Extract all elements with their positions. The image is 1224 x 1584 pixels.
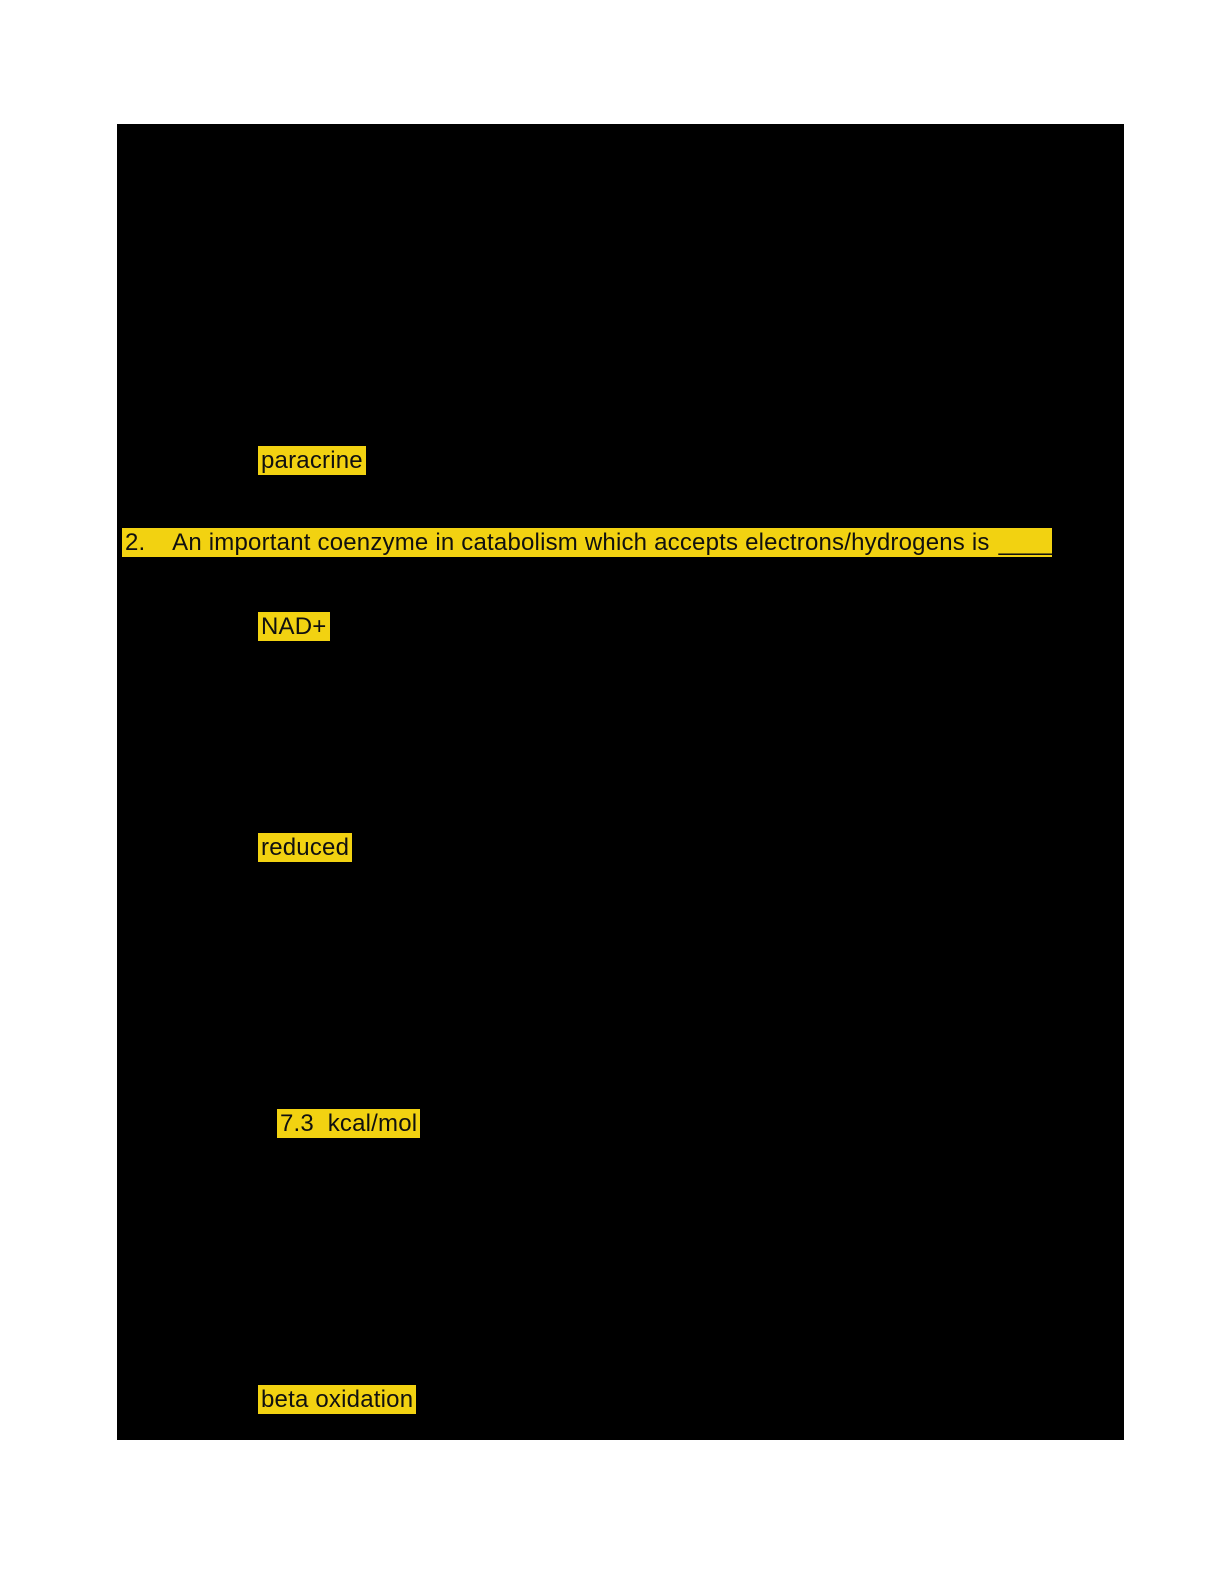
question-2-number: 2. [125,529,146,556]
question-2-highlight-line: 2. An important coenzyme in catabolism w… [122,528,1052,557]
question-2-text: An important coenzyme in catabolism whic… [172,529,990,556]
question-2-blank: ____ [998,529,1052,556]
highlighted-answer-beta-oxidation: beta oxidation [258,1385,417,1414]
highlighted-answer-kcal-per-mol: 7.3 kcal/mol [277,1109,421,1138]
highlighted-answer-nad-plus: NAD+ [258,612,330,641]
highlighted-answer-paracrine: paracrine [258,446,366,475]
highlighted-answer-reduced: reduced [258,833,353,862]
document-content-area: paracrine 2. An important coenzyme in ca… [117,124,1124,1440]
